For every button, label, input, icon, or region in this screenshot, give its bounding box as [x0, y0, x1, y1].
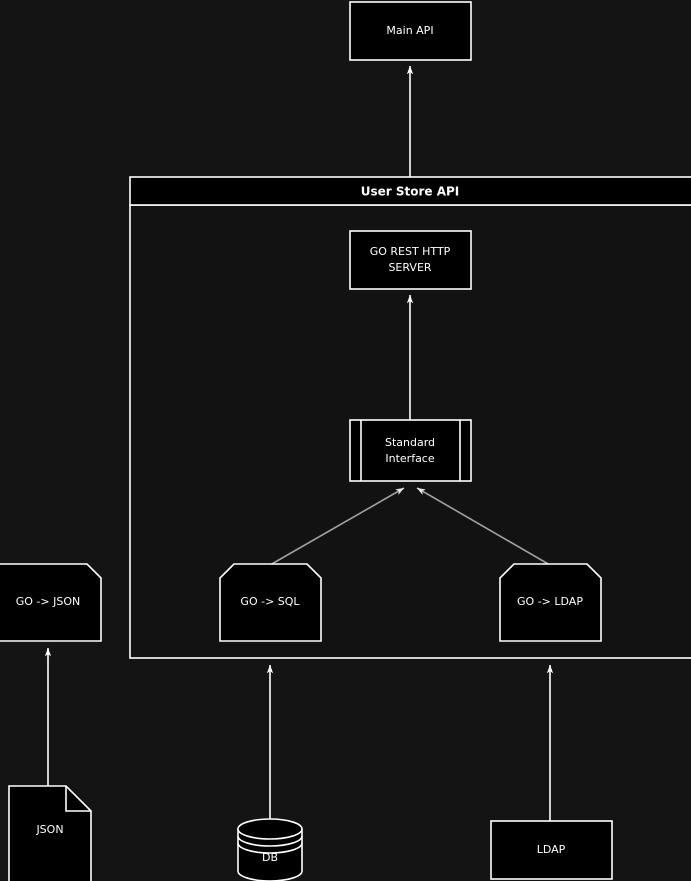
rest-server-label-line1: GO REST HTTP — [370, 245, 451, 258]
node-rest-server: GO REST HTTP SERVER — [349, 230, 472, 290]
go-sql-label: GO -> SQL — [240, 595, 300, 608]
ldap-label: LDAP — [537, 843, 566, 856]
node-json-file: JSON — [8, 785, 92, 881]
go-ldap-label: GO -> LDAP — [517, 595, 583, 608]
standard-interface-label-line1: Standard — [385, 436, 435, 449]
edge-go-ldap-to-interface — [416, 487, 551, 566]
db-label: DB — [262, 851, 278, 864]
json-file-fold — [65, 786, 91, 812]
db-cylinder-top — [237, 818, 303, 840]
node-standard-interface: Standard Interface — [349, 419, 472, 482]
node-db: DB — [237, 818, 303, 881]
main-api-box — [349, 1, 472, 61]
go-ldap-shape — [499, 563, 602, 642]
node-ldap: LDAP — [490, 820, 613, 880]
go-json-shape — [0, 563, 102, 642]
standard-interface-label-line2: Interface — [385, 452, 434, 465]
standard-interface-box — [349, 419, 472, 482]
main-api-label: Main API — [386, 24, 433, 37]
ldap-box — [490, 820, 613, 880]
node-main-api: Main API — [349, 1, 472, 61]
container-title-label: User Store API — [361, 185, 460, 199]
node-go-sql: GO -> SQL — [219, 563, 322, 642]
node-go-ldap: GO -> LDAP — [499, 563, 602, 642]
edge-go-sql-to-interface — [269, 487, 405, 566]
go-json-label: GO -> JSON — [16, 595, 80, 608]
rest-server-box — [349, 230, 472, 290]
json-file-label: JSON — [35, 823, 63, 836]
rest-server-label-line2: SERVER — [388, 261, 431, 274]
container-title-bar — [129, 176, 691, 206]
db-cylinder-ring-1 — [237, 835, 303, 847]
db-cylinder-body — [237, 829, 303, 881]
go-sql-shape — [219, 563, 322, 642]
db-cylinder-ring-2 — [237, 842, 303, 854]
node-go-json: GO -> JSON — [0, 563, 102, 642]
